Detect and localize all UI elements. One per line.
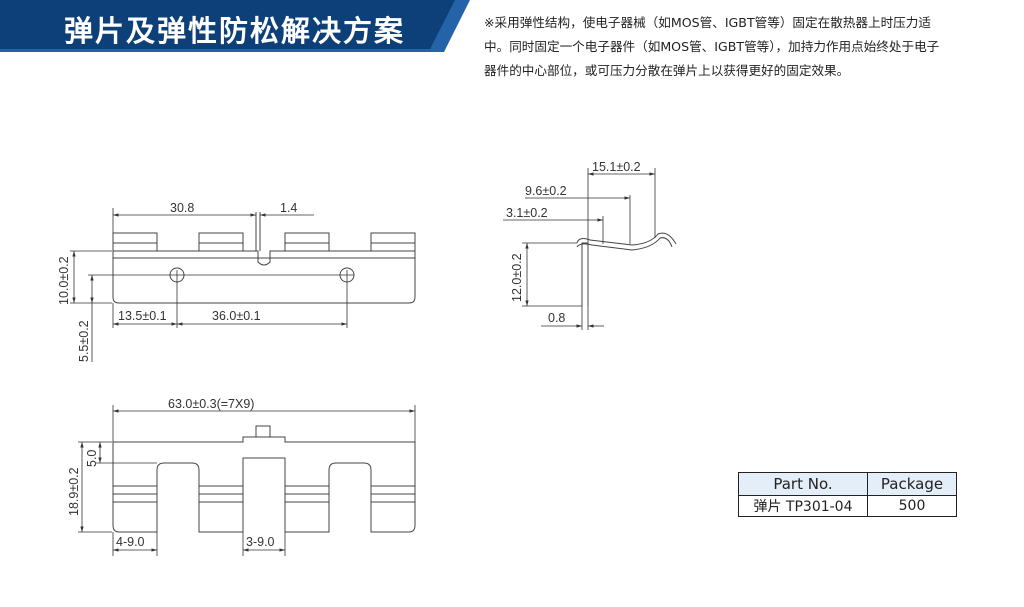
header-package: Package [867, 472, 957, 496]
side-dimensions [503, 168, 656, 330]
side-view [576, 232, 677, 306]
description-line-1: ※采用弹性结构，使电子器械（如MOS管、IGBT管等）固定在散热器上时压力适 [484, 15, 931, 30]
table-row: 弹片 TP301-04 500 [738, 495, 957, 517]
front-view [112, 212, 416, 304]
dim-5-0: 5.0 [85, 450, 99, 467]
dim-0-8: 0.8 [548, 311, 565, 325]
top-view [112, 425, 416, 533]
description: ※采用弹性结构，使电子器械（如MOS管、IGBT管等）固定在散热器上时压力适 中… [484, 11, 1014, 83]
dim-3-9: 3-9.0 [246, 535, 275, 549]
dim-13-5: 13.5±0.1 [118, 309, 167, 323]
front-dimensions [70, 208, 354, 362]
dim-18-9: 18.9±0.2 [67, 467, 81, 516]
header-banner: 弹片及弹性防松解决方案 [0, 0, 470, 52]
dim-4-9: 4-9.0 [116, 535, 145, 549]
dim-12-0: 12.0±0.2 [510, 253, 524, 302]
description-line-3: 器件的中心部位，或可压力分散在弹片上以获得更好的固定效果。 [484, 63, 850, 78]
dim-36-0: 36.0±0.1 [212, 309, 261, 323]
dim-1-4: 1.4 [280, 201, 297, 215]
dim-5-5: 5.5±0.2 [77, 320, 91, 362]
page-title: 弹片及弹性防松解决方案 [64, 14, 406, 48]
banner-shape [0, 0, 470, 52]
dim-10-0: 10.0±0.2 [57, 256, 71, 305]
dim-30-8: 30.8 [170, 201, 194, 215]
dim-15-1: 15.1±0.2 [592, 160, 641, 174]
part-table: Part No. Package 弹片 TP301-04 500 [738, 472, 957, 517]
dim-63-0: 63.0±0.3(=7X9) [168, 397, 254, 411]
dim-9-6: 9.6±0.2 [525, 184, 567, 198]
cell-part-no: 弹片 TP301-04 [738, 495, 868, 517]
cell-package: 500 [867, 495, 957, 517]
table-header-row: Part No. Package [738, 472, 957, 496]
top-dimensions [78, 405, 416, 556]
description-line-2: 中。同时固定一个电子器件（如MOS管、IGBT管等），加持力作用点始终处于电子 [484, 39, 940, 54]
dim-3-1: 3.1±0.2 [506, 206, 548, 220]
header-part-no: Part No. [738, 472, 868, 496]
